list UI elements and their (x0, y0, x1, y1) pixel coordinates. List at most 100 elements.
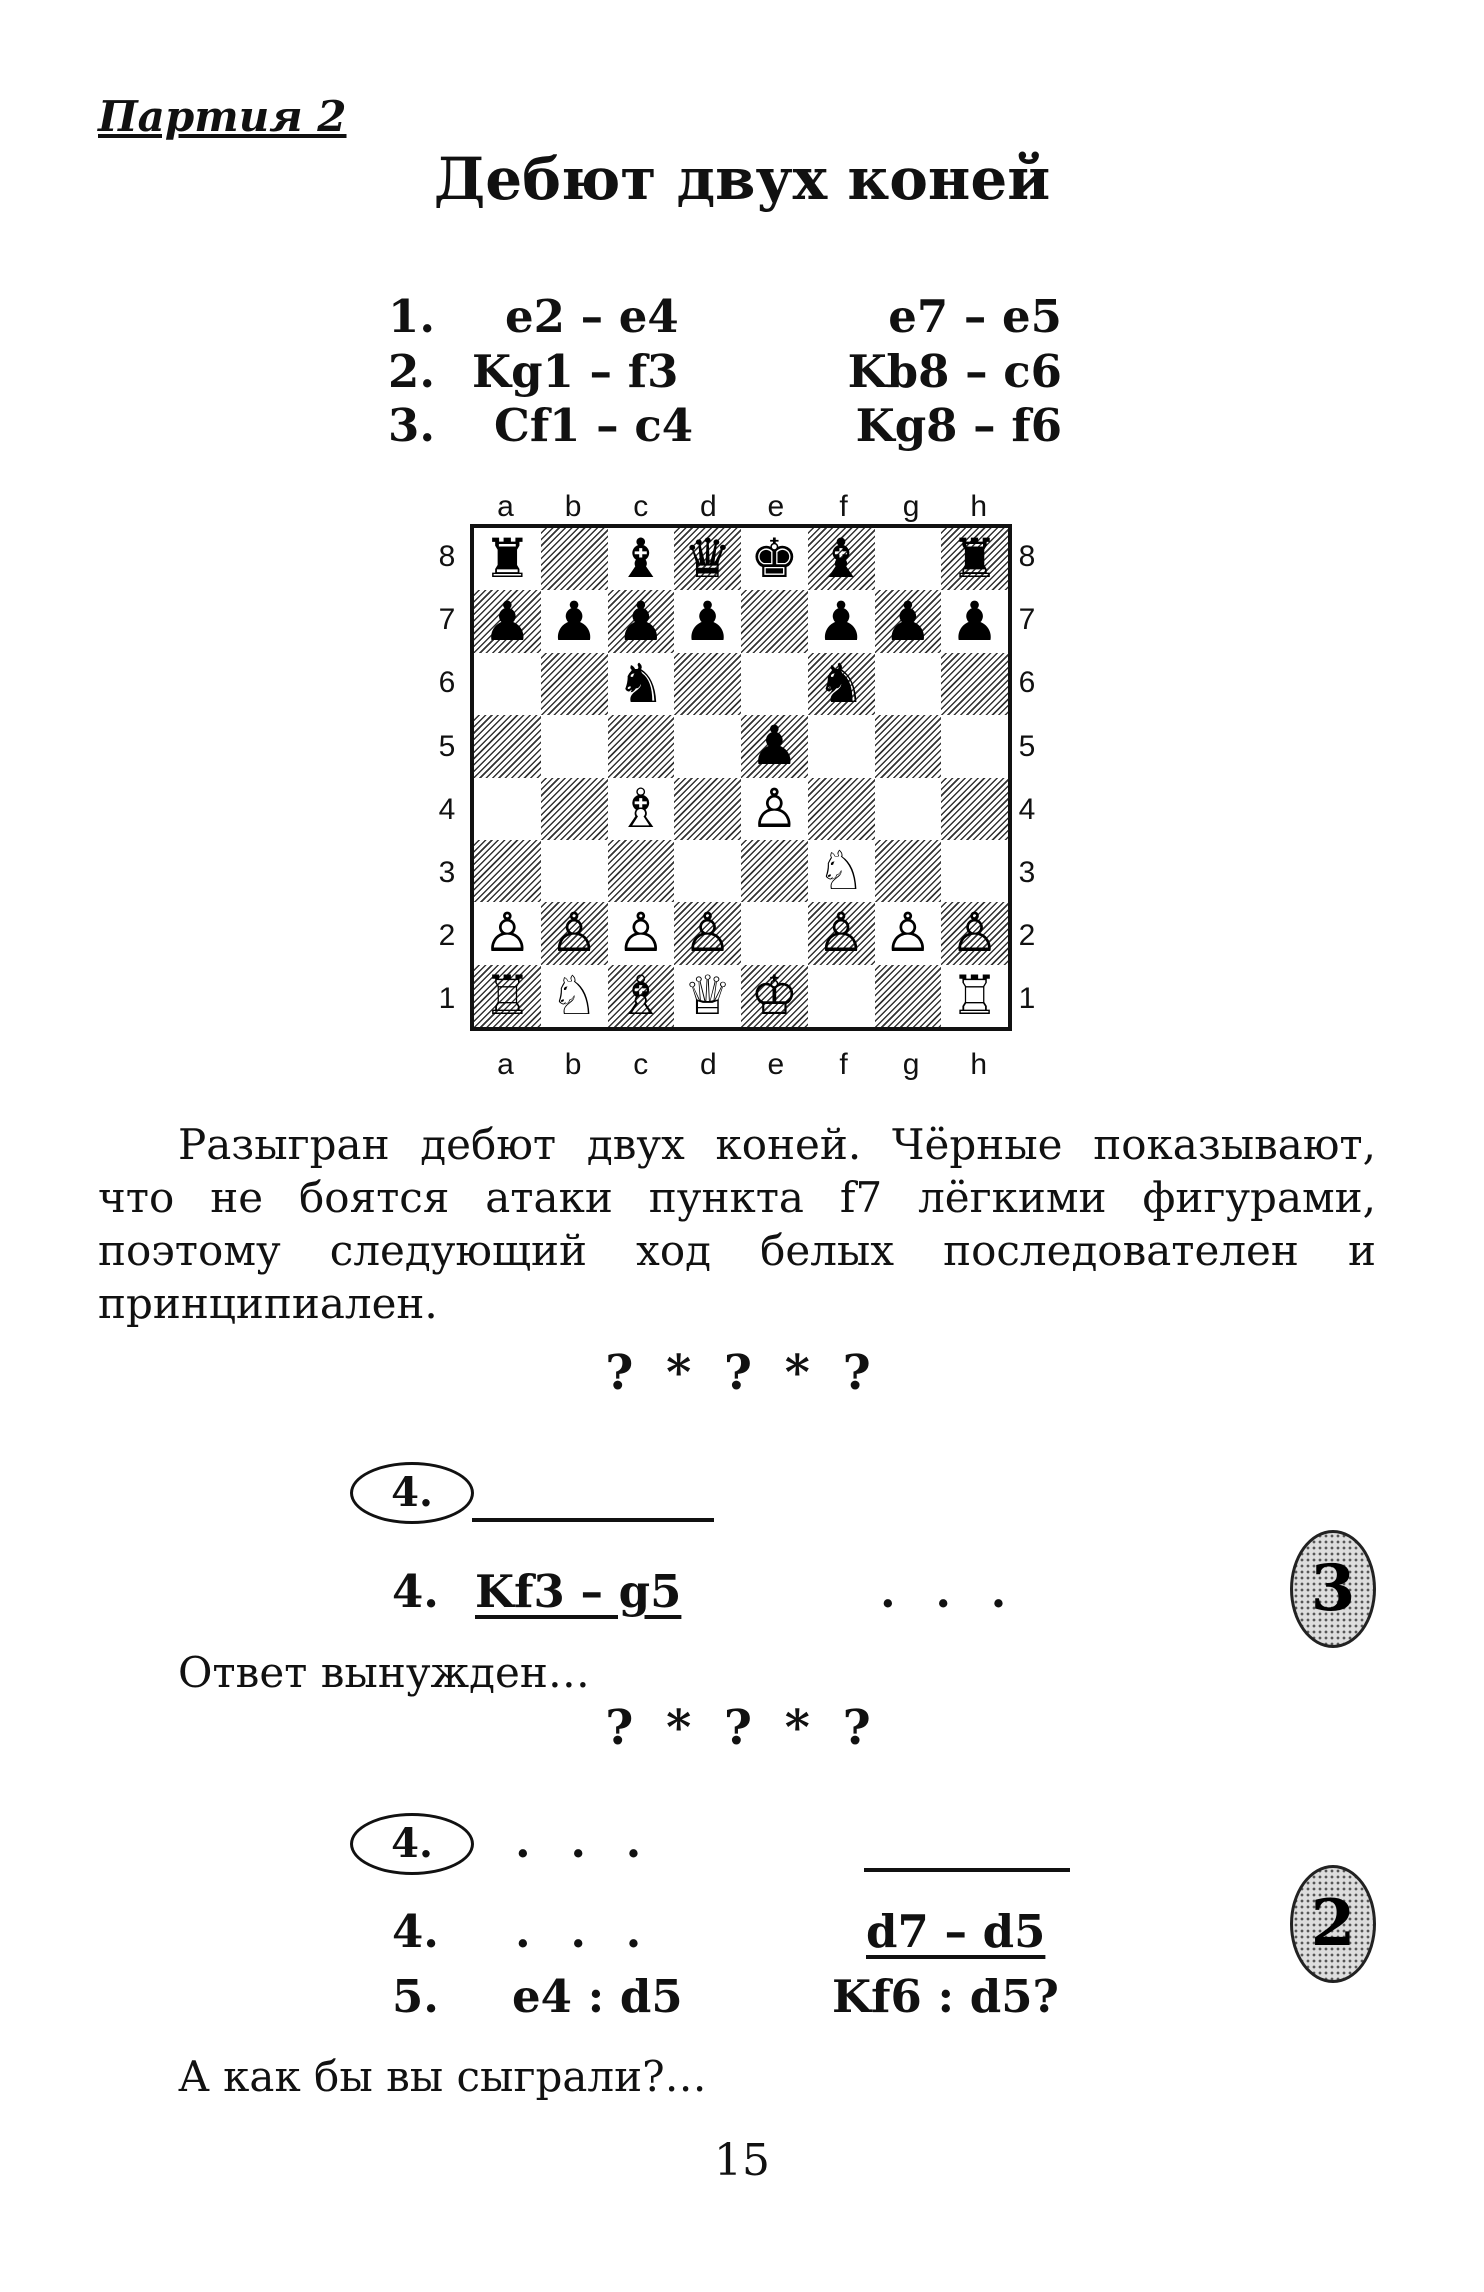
rank-label: 1 (1018, 982, 1036, 1016)
answer-blank[interactable] (472, 1518, 714, 1522)
square-d5 (674, 715, 741, 777)
file-label: a (497, 1048, 514, 1081)
chess-piece: ♙ (683, 901, 732, 965)
rank-label: 3 (438, 856, 456, 889)
square-e4: ♙ (741, 778, 808, 840)
question-marks: ? * ? * ? (605, 1700, 879, 1756)
square-h3 (941, 840, 1008, 902)
square-a5 (474, 715, 541, 778)
square-a3 (474, 839, 541, 903)
white-move: e4 : d5 (512, 1970, 683, 2023)
chess-piece: ♗ (616, 776, 666, 840)
chess-piece: ♟ (549, 589, 599, 653)
score-badge: 3 (1290, 1530, 1376, 1648)
chess-piece: ♙ (616, 901, 666, 965)
square-b8 (540, 528, 608, 591)
file-label: e (767, 1048, 785, 1081)
square-c3 (607, 839, 675, 903)
square-a4 (474, 778, 541, 840)
rank-label: 2 (438, 919, 456, 953)
file-label: b (564, 490, 582, 523)
commentary-paragraph: Разыгран дебют двух коней. Чёрные показы… (98, 1118, 1376, 1330)
white-move: e2 – e4 (505, 290, 679, 343)
square-a7: ♟ (474, 590, 541, 653)
chess-piece: ♙ (483, 901, 532, 965)
white-move: Cf1 – c4 (494, 399, 694, 452)
square-d2: ♙ (674, 901, 741, 965)
score-badge: 2 (1290, 1865, 1376, 1983)
rank-label: 4 (438, 792, 456, 826)
square-c4: ♗ (608, 778, 675, 840)
square-f4 (807, 777, 875, 840)
chess-piece: ♟ (816, 589, 866, 653)
square-a6 (474, 653, 541, 715)
square-h5 (941, 715, 1008, 777)
square-g7: ♟ (874, 589, 942, 653)
answer-number: 4. (392, 1905, 439, 1958)
move-number: 1. (388, 290, 435, 343)
square-h1: ♖ (941, 965, 1008, 1027)
chess-piece: ♜ (950, 527, 999, 591)
chess-piece: ♙ (950, 901, 999, 965)
square-h8: ♜ (941, 527, 1008, 591)
comment-text: Ответ вынужден… (178, 1648, 590, 1697)
black-move: e7 – e5 (888, 290, 1062, 343)
chess-piece: ♞ (816, 651, 866, 715)
rank-label: 6 (1018, 666, 1036, 700)
chess-piece: ♚ (750, 527, 799, 591)
move-dots: . . . (515, 1815, 654, 1868)
chess-piece: ♝ (616, 527, 666, 591)
square-f5 (808, 715, 875, 777)
answer-move: d7 – d5 (866, 1905, 1046, 1958)
move-circle: 4. (350, 1813, 474, 1875)
square-h6 (941, 652, 1008, 716)
chess-piece: ♜ (483, 527, 532, 591)
chess-piece: ♟ (950, 589, 999, 653)
chess-piece: ♘ (816, 839, 866, 903)
square-c1: ♗ (607, 964, 675, 1027)
square-e8: ♚ (741, 528, 808, 590)
square-e5: ♟ (741, 714, 808, 778)
square-c6: ♞ (608, 653, 675, 715)
answer-blank[interactable] (864, 1868, 1070, 1872)
square-b7: ♟ (541, 590, 608, 652)
square-h4 (941, 777, 1008, 840)
square-h7: ♟ (941, 590, 1008, 652)
chess-piece: ♟ (750, 714, 799, 778)
black-move: Kb8 – c6 (847, 345, 1062, 398)
rank-label: 7 (1018, 603, 1036, 637)
square-a8: ♜ (474, 528, 541, 590)
rank-label: 1 (438, 982, 456, 1016)
square-h2: ♙ (941, 901, 1008, 965)
square-b5 (541, 715, 608, 777)
file-label: h (970, 490, 988, 523)
rank-label: 6 (438, 666, 456, 700)
black-move: Kg8 – f6 (855, 399, 1062, 452)
file-label: g (902, 1048, 920, 1081)
square-f7: ♟ (808, 590, 875, 652)
square-g3 (874, 839, 942, 903)
square-b2: ♙ (540, 902, 608, 965)
square-g4 (875, 778, 942, 840)
answer-dots: . . . (880, 1565, 1019, 1618)
square-d1: ♕ (674, 965, 741, 1027)
square-g1 (874, 964, 942, 1027)
square-e6 (741, 653, 808, 715)
square-f2: ♙ (807, 901, 875, 965)
rank-label: 5 (438, 729, 456, 763)
square-e2 (741, 902, 808, 964)
square-g6 (875, 653, 942, 715)
square-e3 (741, 839, 808, 903)
square-f6: ♞ (807, 651, 875, 716)
page-number: 15 (714, 2135, 770, 2186)
chess-piece: ♟ (883, 589, 933, 653)
closing-question: А как бы вы сыграли?… (178, 2052, 707, 2101)
black-move: Kf6 : d5? (832, 1970, 1059, 2023)
move-number: 2. (388, 345, 435, 398)
chess-board: ♜♝♛♚♝♜♟♟♟♟♟♟♟♞♞♟♗♙♘♙♙♙♙♙♙♙♖♘♗♕♔♖ (470, 524, 1012, 1031)
chess-piece: ♙ (816, 901, 866, 965)
answer-number: 4. (392, 1565, 439, 1618)
square-a1: ♖ (474, 964, 541, 1027)
square-c7: ♟ (607, 590, 675, 653)
